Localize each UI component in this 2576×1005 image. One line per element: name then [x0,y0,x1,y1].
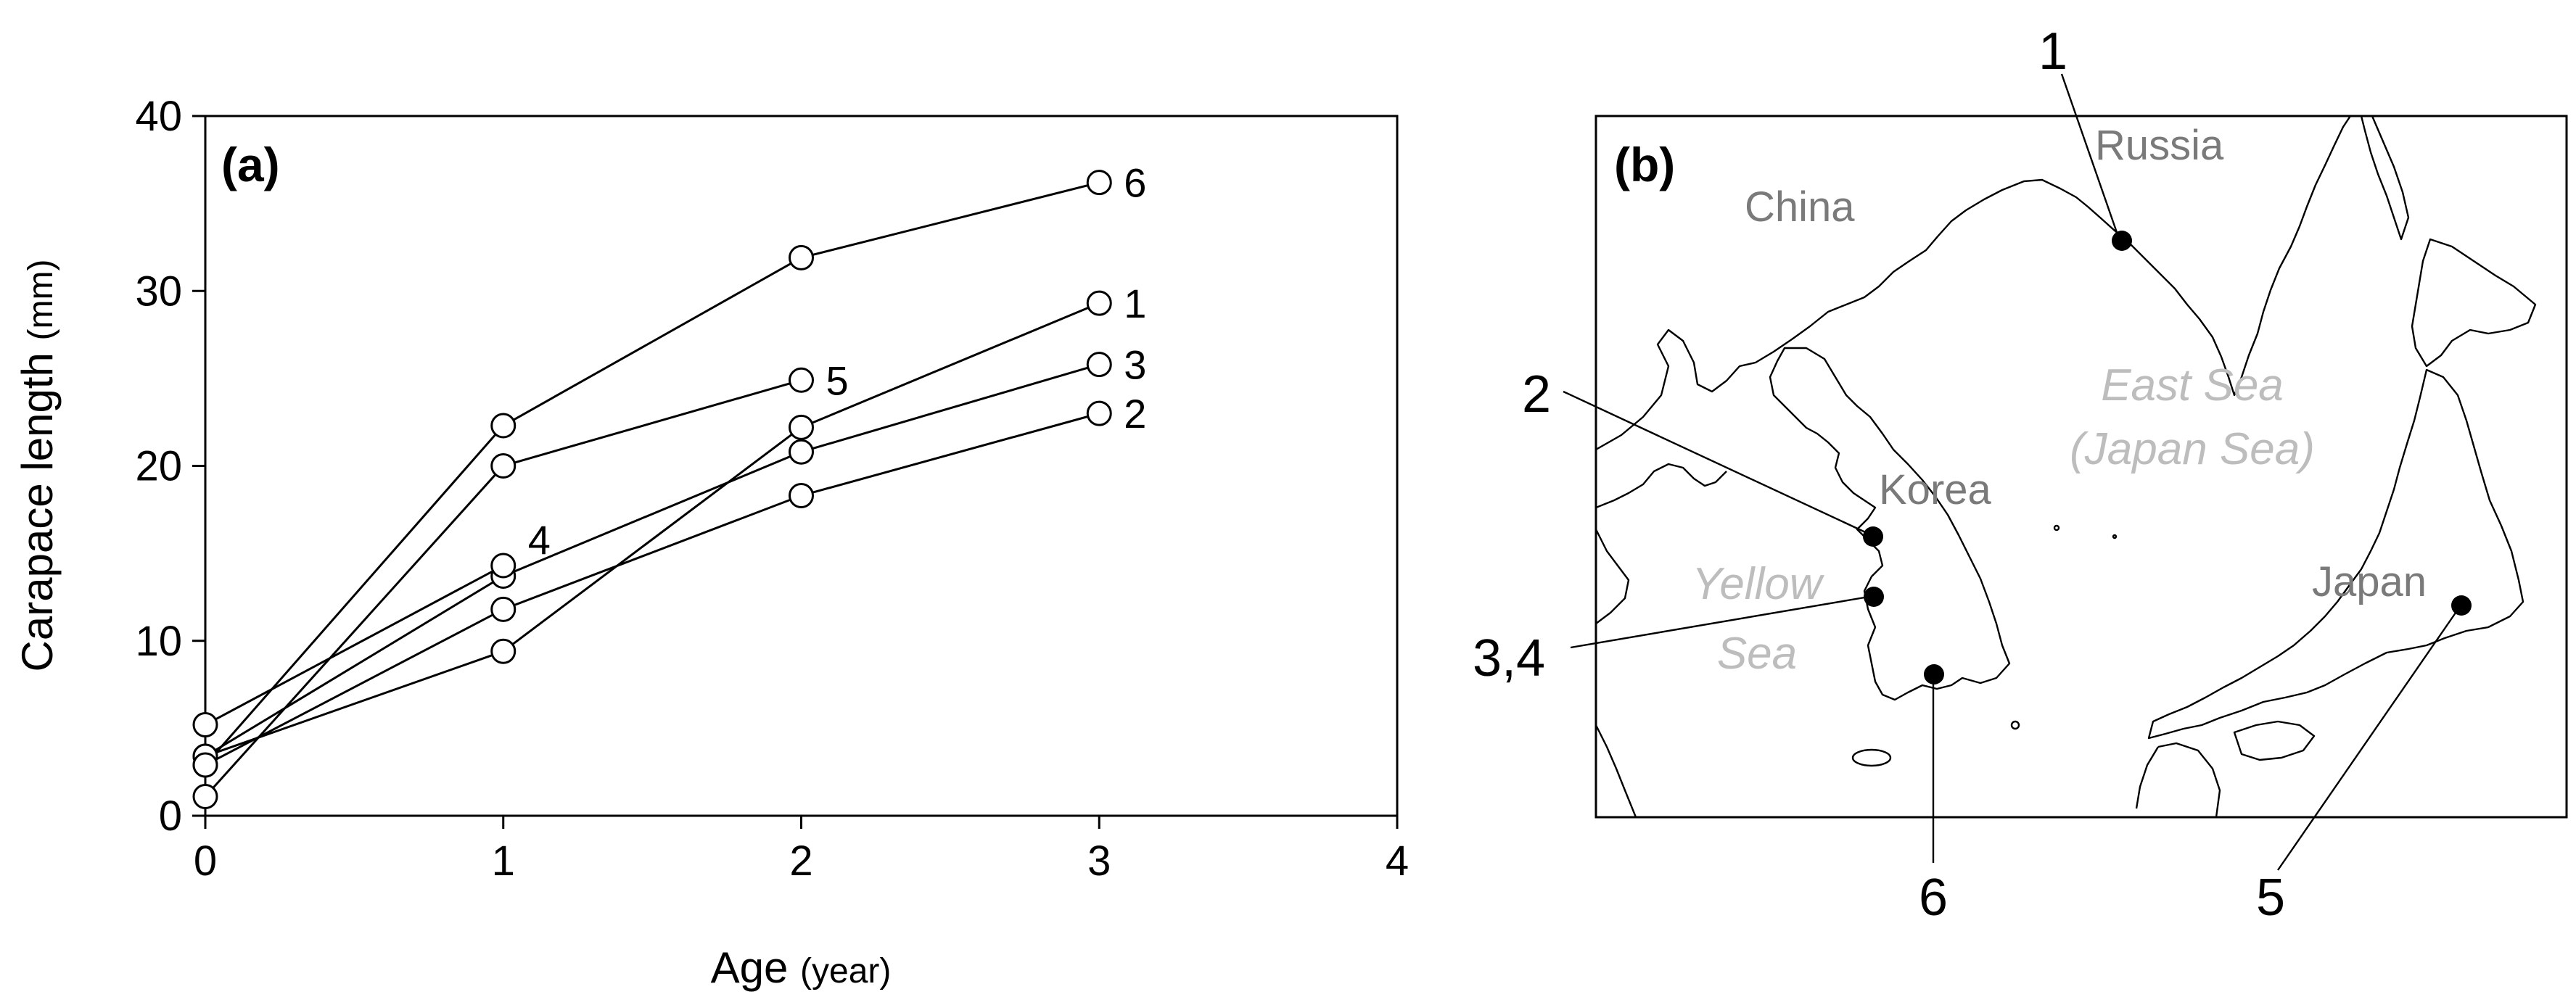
sea-label-japan-sea: (Japan Sea) [2070,424,2315,474]
panel-label-a: (a) [221,138,280,191]
x-axis-title-text: Age [711,943,789,992]
series-3-point-2 [789,439,814,465]
series-5-point-0 [192,783,218,809]
series-label-2: 2 [1124,391,1146,437]
series-2-point-1 [490,596,517,622]
series-label-6: 6 [1124,160,1146,206]
x-tick-label-3: 3 [1087,838,1111,885]
series-4-point-1 [490,553,517,579]
series-3-point-3 [1086,352,1112,378]
site-dot-1 [2112,231,2132,251]
series-5-point-2 [789,367,814,393]
y-tick-label-2: 20 [135,443,182,490]
coastline-sakhalin [2360,116,2410,241]
site-label-5: 5 [2256,869,2285,927]
island-tsushima [2010,720,2020,730]
series-6-point-2 [789,244,814,270]
series-label-3: 3 [1124,342,1146,388]
coastline-bohai [1596,463,1727,509]
coastline-honshu [2147,368,2524,740]
site-label-3-4: 3,4 [1473,629,1545,687]
leader-line-2 [1563,390,1872,537]
coastline-china-russia [1596,116,2351,451]
coastline-shikoku [2233,720,2316,761]
country-label-russia: Russia [2095,122,2224,169]
series-4-point-0 [192,712,218,738]
series-line-2 [205,412,1100,766]
x-tick-label-1: 1 [492,838,515,885]
coastline-shandong [1596,529,1630,624]
series-label-5: 5 [826,357,849,403]
series-1-point-1 [490,638,517,664]
series-line-1 [205,302,1100,758]
country-label-korea: Korea [1879,466,1992,513]
series-2-point-2 [789,483,814,509]
site-dot-5 [2451,595,2472,616]
y-tick-label-1: 10 [135,618,182,665]
map-frame [1594,115,2568,819]
series-6-point-1 [490,413,517,439]
country-label-japan: Japan [2312,558,2427,605]
island-ulleung [2053,524,2060,532]
site-dot-6 [1924,664,1944,685]
coastline-hokkaido [2411,238,2537,368]
series-label-4: 4 [528,517,551,563]
series-label-1: 1 [1124,281,1146,326]
plot-area-frame [204,115,1399,817]
axis-ticks [192,115,1399,829]
series-1-point-3 [1086,290,1112,316]
series-lines [204,181,1100,798]
coastline-east-china [1596,724,1637,817]
y-axis-title: Carapace length (mm) [13,260,62,672]
series-points [192,170,1112,809]
series-5-point-1 [490,453,517,479]
site-label-6: 6 [1919,869,1948,927]
y-tick-label-4: 40 [135,93,182,140]
coastline-kyushu [2135,742,2221,817]
island-dokdo [2112,534,2118,539]
series-line-3 [205,363,1100,758]
y-axis-unit: (mm) [22,260,60,341]
island-jeju [1851,748,1892,767]
series-2-point-3 [1086,400,1112,426]
series-6-point-0 [192,752,218,778]
sea-label-east-sea: East Sea [2101,360,2284,410]
site-dot-2 [1863,526,1883,547]
panel-b-map: 1 2 3,4 5 6 China Russia Korea Japan Eas… [1473,22,2568,927]
sea-label-yellow: Yellow [1692,559,1824,609]
series-1-point-2 [789,414,814,440]
x-tick-label-2: 2 [789,838,812,885]
leader-line-1 [2060,73,2121,241]
series-line-4 [205,564,504,726]
site-dot-3-4 [1864,587,1884,607]
country-label-china: China [1745,183,1855,231]
leader-line-5 [2277,605,2461,871]
y-axis-title-text: Carapace length [13,352,62,671]
site-label-1: 1 [2038,22,2067,80]
y-tick-label-3: 30 [135,268,182,315]
panel-label-b: (b) [1614,138,1675,191]
y-tick-label-0: 0 [159,793,182,840]
sea-label-sea: Sea [1717,629,1797,679]
site-label-2: 2 [1522,365,1551,423]
x-axis-title: Age (year) [711,943,892,992]
x-tick-label-0: 0 [194,838,217,885]
coastline-korea [1769,347,2011,701]
series-line-6 [204,181,1100,766]
x-tick-label-4: 4 [1386,838,1409,885]
x-axis-unit: (year) [800,952,891,990]
leader-line-3-4 [1570,595,1874,649]
series-6-point-3 [1086,170,1112,196]
